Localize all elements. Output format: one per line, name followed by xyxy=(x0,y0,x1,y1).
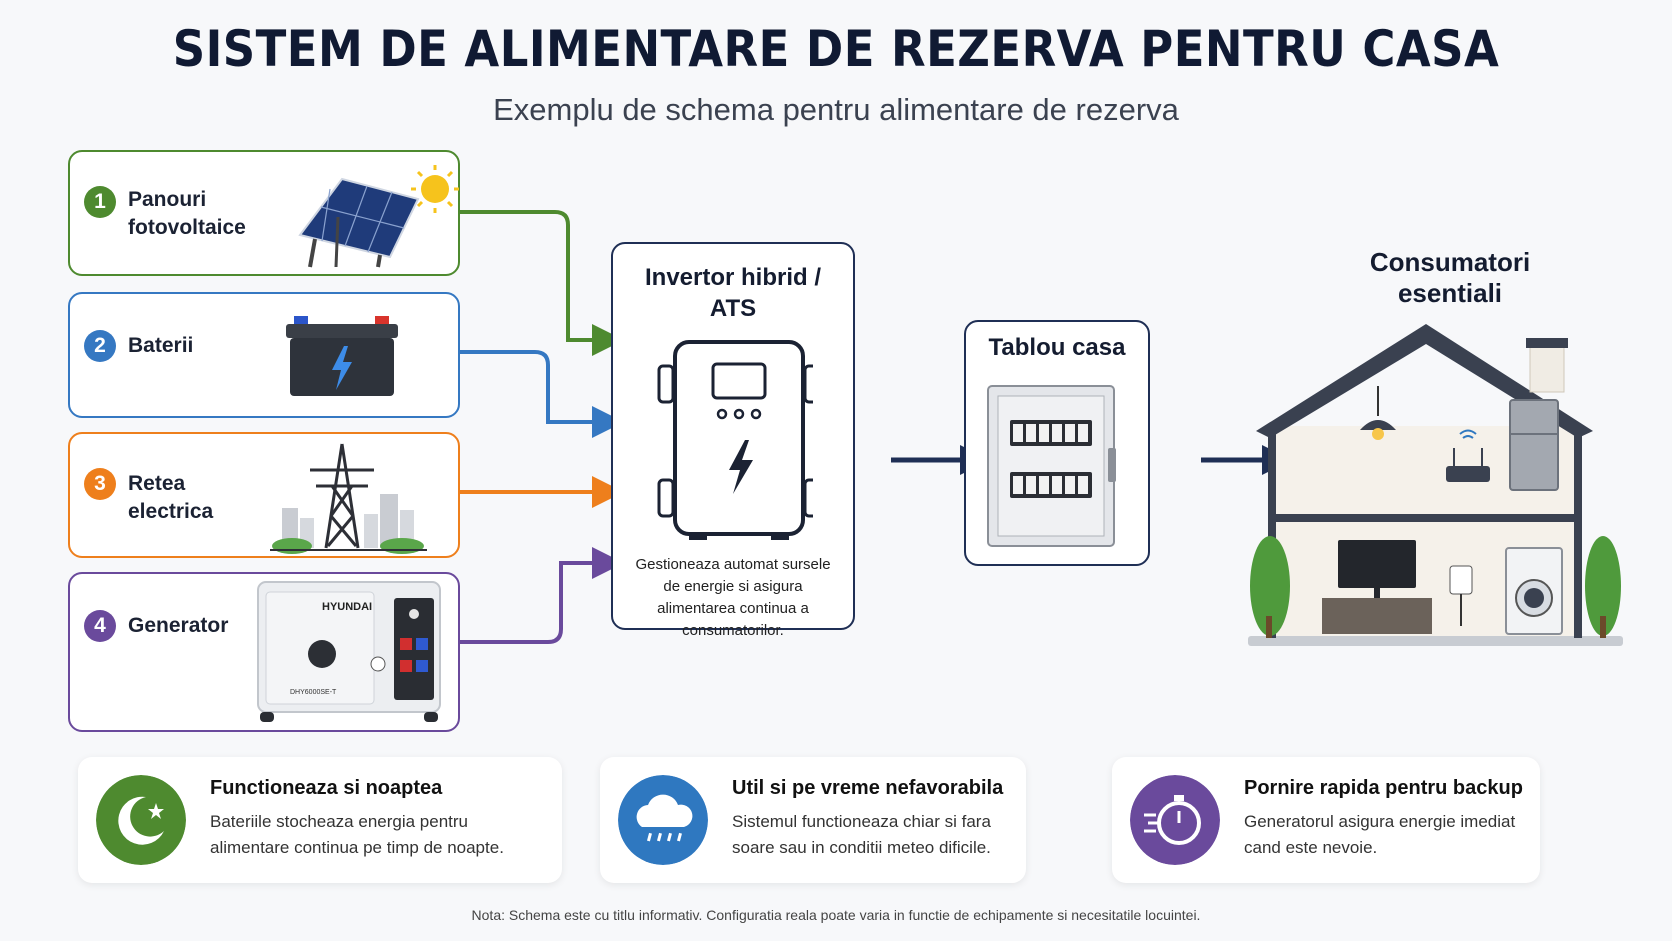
source-label: Panouri fotovoltaice xyxy=(128,188,246,239)
source-number: 4 xyxy=(84,610,116,642)
inverter-device-icon xyxy=(657,340,813,540)
generator-model-label: DHY6000SE-T xyxy=(290,689,337,696)
power-tower-icon xyxy=(270,443,427,554)
source-number: 3 xyxy=(84,468,116,500)
feature-text: Sistemul functioneaza chiar si fara soar… xyxy=(732,812,991,857)
source-battery: 2 Baterii xyxy=(68,292,460,418)
source-grid: 3 Retea electrica xyxy=(68,432,460,558)
source-number: 2 xyxy=(84,330,116,362)
house-panel-box: Tablou casa xyxy=(964,320,1150,566)
feature-title: Functioneaza si noaptea xyxy=(210,777,443,799)
footnote: Nota: Schema este cu titlu informativ. C… xyxy=(471,907,1201,923)
house-panel-title: Tablou casa xyxy=(988,334,1126,361)
source-number: 1 xyxy=(84,186,116,218)
feature-title: Util si pe vreme nefavorabila xyxy=(732,777,1004,799)
feature-card-weather: Util si pe vreme nefavorabila Sistemul f… xyxy=(600,757,1026,883)
inverter-title: Invertor hibrid / ATS xyxy=(644,264,821,322)
feature-card-night: Functioneaza si noaptea Bateriile stoche… xyxy=(78,757,562,883)
consumers-title: Consumatori esentiali xyxy=(1369,247,1531,308)
house-icon xyxy=(1248,324,1623,646)
generator-icon: HYUNDAI DHY6000SE-T xyxy=(257,581,441,722)
generator-brand-label: HYUNDAI xyxy=(322,601,372,613)
page-subtitle: Exemplu de schema pentru alimentare de r… xyxy=(493,92,1179,127)
battery-icon xyxy=(286,316,398,396)
feature-text: Bateriile stocheaza energia pentru alime… xyxy=(210,812,504,857)
breaker-panel-icon xyxy=(987,385,1116,547)
moon-star-icon xyxy=(96,775,186,865)
solar-panel-icon xyxy=(298,165,459,268)
rain-cloud-icon xyxy=(618,775,708,865)
line-solar xyxy=(460,210,624,356)
page-title: SISTEM DE ALIMENTARE DE REZERVA PENTRU C… xyxy=(172,20,1500,78)
source-solar: 1 Panouri fotovoltaice xyxy=(68,150,460,276)
line-battery xyxy=(460,350,624,438)
inverter-box: Invertor hibrid / ATS Gestioneaza automa… xyxy=(611,242,855,639)
line-generator xyxy=(460,547,624,644)
inverter-description: Gestioneaza automat sursele de energie s… xyxy=(635,556,831,639)
stopwatch-icon xyxy=(1130,775,1220,865)
source-label: Retea electrica xyxy=(128,472,214,523)
source-label: Generator xyxy=(128,614,229,637)
feature-title: Pornire rapida pentru backup xyxy=(1244,777,1523,799)
source-label: Baterii xyxy=(128,334,194,357)
feature-card-backup: Pornire rapida pentru backup Generatorul… xyxy=(1112,757,1540,883)
feature-text: Generatorul asigura energie imediat cand… xyxy=(1244,812,1516,857)
source-generator: 4 Generator HYUNDAI DHY6000SE-T xyxy=(68,572,460,732)
